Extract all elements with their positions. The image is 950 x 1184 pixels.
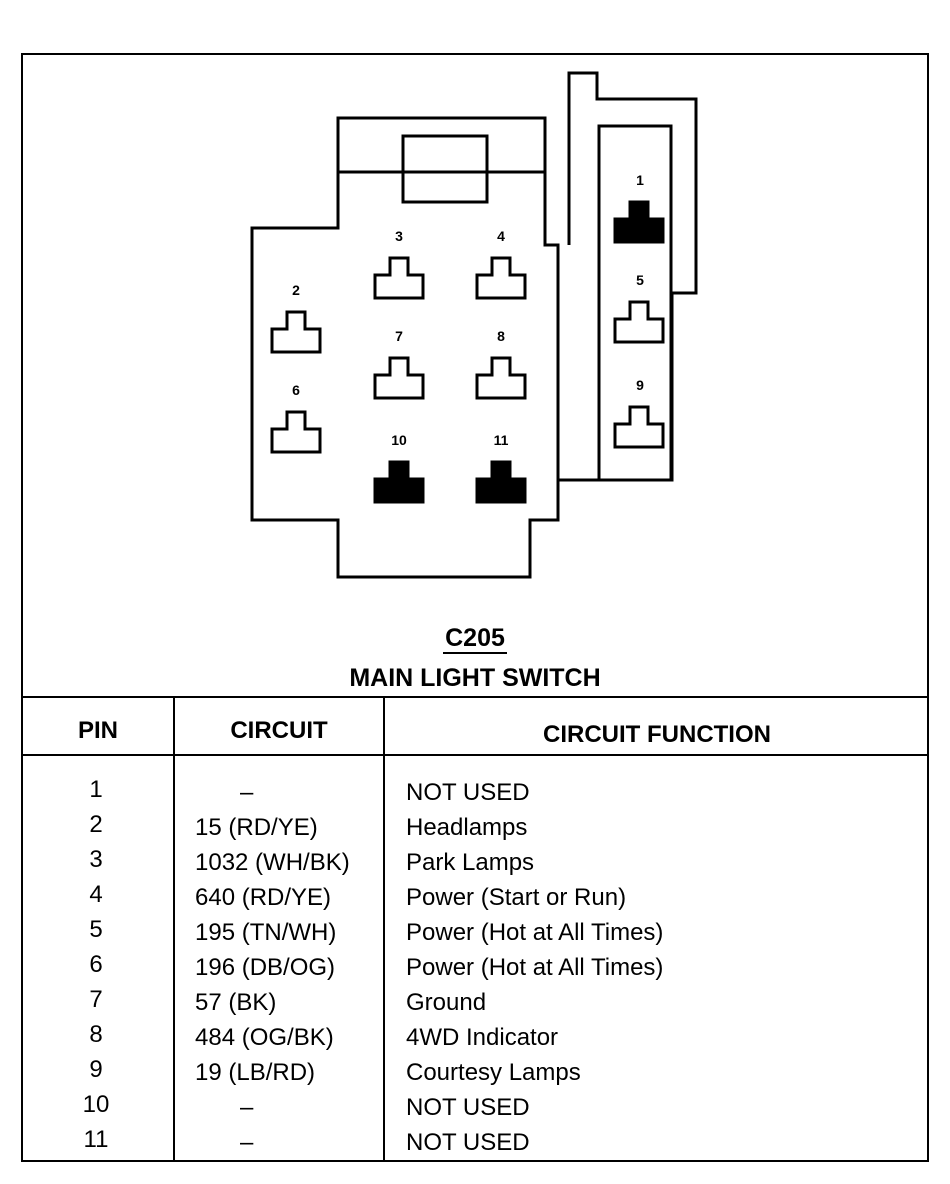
circuit-value: 57 (BK) [195,989,277,1016]
pin-cavity-6 [270,410,322,454]
pin-number: 5 [89,916,103,943]
header-circuit-function: CIRCUIT FUNCTION [543,721,771,748]
connector-housing-outline [250,116,560,579]
pin-cavity-1 [613,200,665,244]
pin-label-2: 2 [292,282,300,298]
circuit-value: – [240,1129,254,1156]
pin-number: 3 [89,846,103,873]
connector-id: C205 [443,624,507,654]
pin-cavity-3 [373,256,425,300]
pin-cavity-10 [373,460,425,504]
side-module-frame [558,71,698,482]
pin-cavity-11 [475,460,527,504]
pin-number: 1 [89,776,103,803]
column-divider-2 [383,697,385,1162]
table-top-rule [21,696,929,698]
circuit-function: Park Lamps [406,849,535,876]
circuit-function: NOT USED [406,779,530,806]
pin-label-11: 11 [494,432,509,448]
header-circuit: CIRCUIT [230,717,328,744]
side-module-panel [597,124,673,482]
pin-cavity-5 [613,300,665,344]
pin-label-4: 4 [497,228,505,244]
circuit-function: 4WD Indicator [406,1024,559,1051]
pin-cavity-8 [475,356,527,400]
pin-number: 7 [89,986,103,1013]
circuit-value: 1032 (WH/BK) [195,849,350,876]
circuit-value: 640 (RD/YE) [195,884,332,911]
pin-cavity-4 [475,256,527,300]
circuit-function: Power (Start or Run) [406,884,627,911]
circuit-value: 196 (DB/OG) [195,954,336,981]
pin-number: 9 [89,1056,103,1083]
circuit-value: – [240,1094,254,1121]
circuit-function: NOT USED [406,1129,530,1156]
housing-latch [401,134,489,204]
pin-label-3: 3 [395,228,403,244]
pin-label-8: 8 [497,328,505,344]
connector-name: MAIN LIGHT SWITCH [349,664,601,692]
pin-number: 4 [89,881,103,908]
pin-number: 6 [89,951,103,978]
pin-cavity-2 [270,310,322,354]
circuit-function: Power (Hot at All Times) [406,919,664,946]
pin-number: 2 [89,811,103,838]
circuit-value: 195 (TN/WH) [195,919,337,946]
header-pin: PIN [77,717,118,744]
circuit-value: 484 (OG/BK) [195,1024,334,1051]
pin-label-5: 5 [636,272,644,288]
circuit-function: Headlamps [406,814,528,841]
circuit-function: Power (Hot at All Times) [406,954,664,981]
circuit-function: Ground [406,989,487,1016]
pin-number: 11 [83,1126,109,1153]
diagram-frame [21,53,929,1162]
header-bottom-rule [21,754,929,756]
pin-label-9: 9 [636,377,644,393]
pin-label-10: 10 [391,432,407,448]
circuit-value: 15 (RD/YE) [195,814,318,841]
pin-number: 10 [82,1091,110,1118]
pin-cavity-9 [613,405,665,449]
pin-label-7: 7 [395,328,403,344]
circuit-function: Courtesy Lamps [406,1059,581,1086]
connector-face-diagram: 1 2 3 4 5 6 7 8 9 10 11 [250,71,698,579]
column-divider-1 [173,697,175,1162]
circuit-value: – [240,779,254,806]
pin-number: 8 [89,1021,103,1048]
pin-cavity-7 [373,356,425,400]
pin-label-6: 6 [292,382,300,398]
circuit-function: NOT USED [406,1094,530,1121]
circuit-value: 19 (LB/RD) [195,1059,316,1086]
pin-label-1: 1 [636,172,644,188]
